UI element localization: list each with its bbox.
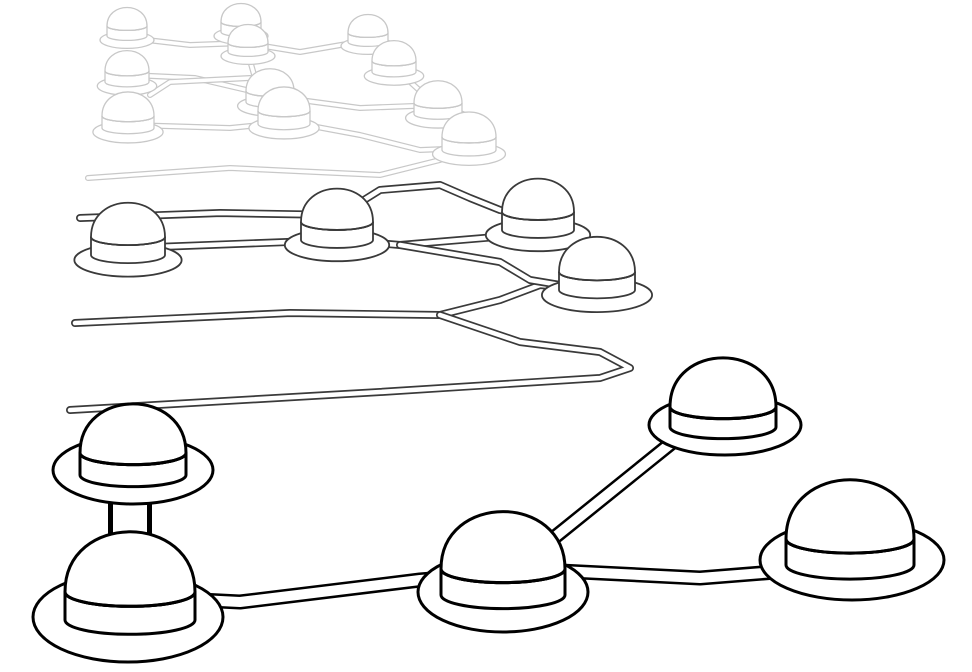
dome-rim [257, 110, 311, 118]
far-dome-0 [106, 6, 148, 42]
dome-rim [501, 211, 575, 221]
mid-road-branch-fill [397, 242, 563, 288]
dome-cap [101, 91, 155, 123]
dome-rim [106, 25, 148, 32]
dome-rim [300, 221, 374, 231]
dome-cap [78, 402, 188, 467]
dome-rim [347, 32, 389, 39]
near-dome-1 [63, 530, 197, 636]
dome-rim [371, 60, 417, 67]
far-dome-2 [227, 23, 269, 58]
dome-rim [558, 271, 636, 282]
dome-cap [300, 187, 374, 231]
mid-road-switchback-fill [67, 312, 633, 413]
dome-cap [439, 510, 567, 585]
dome-cap [220, 2, 262, 28]
dome-cap [90, 202, 166, 247]
dome-rim [104, 70, 150, 77]
far-dome-4 [104, 49, 150, 88]
dome-rim [668, 406, 778, 421]
dome-cap [668, 356, 778, 421]
mid-road-back-fill [77, 182, 543, 221]
dome-cap [784, 478, 916, 555]
dome-cap [104, 49, 150, 77]
dome-cap [106, 6, 148, 32]
mid-layer [66, 177, 654, 414]
near-layer [31, 356, 946, 664]
dome-cap [501, 177, 575, 221]
dome-cap [63, 530, 197, 608]
dome-rim [78, 452, 188, 467]
far-dome-3 [347, 13, 389, 48]
far-dome-8 [257, 86, 311, 131]
far-dome-9 [413, 80, 463, 120]
near-dome-3 [668, 356, 778, 441]
near-dome-2 [439, 510, 567, 611]
dome-cap [413, 80, 463, 109]
mid-dome-2 [501, 177, 575, 239]
dome-rim [227, 42, 269, 49]
mid-dome-0 [90, 202, 166, 265]
far-dome-10 [441, 111, 497, 157]
dome-rim [90, 236, 166, 247]
far-road-zigzag-fill [86, 138, 487, 180]
far-dome-7 [101, 91, 155, 135]
mid-dome-1 [300, 187, 374, 249]
dome-rim [101, 115, 155, 123]
far-road-lower-fill [128, 120, 472, 152]
dome-rim [441, 136, 497, 144]
near-dome-4 [784, 478, 916, 581]
far-dome-5 [371, 39, 417, 78]
near-dome-0 [78, 402, 188, 489]
dome-rim [63, 591, 197, 608]
far-layer [85, 2, 507, 181]
dome-rim [413, 102, 463, 109]
dome-rim [439, 568, 567, 585]
dome-rim [784, 538, 916, 555]
mid-dome-3 [558, 235, 636, 300]
dome-cap [347, 13, 389, 39]
